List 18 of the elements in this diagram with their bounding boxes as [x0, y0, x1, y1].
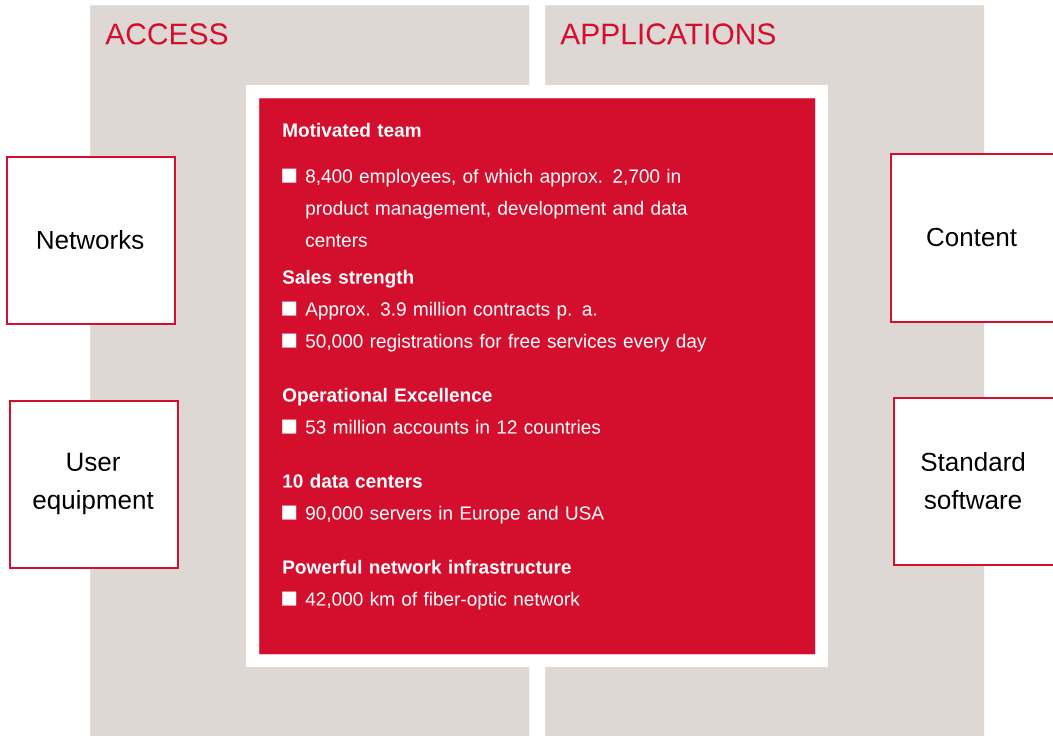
- section-heading: Sales strength: [282, 269, 413, 288]
- bullet-text: 90,000 servers in Europe and USA: [306, 505, 604, 524]
- bullet-text: 42,000 km of fiber-optic network: [305, 591, 580, 610]
- bullet-text: 50,000 registrations for free services every day: [305, 333, 707, 352]
- category-box: Networks: [6, 156, 176, 325]
- category-box: Standard software: [893, 397, 1053, 566]
- highlight-box: [259, 98, 816, 655]
- bullet-text: 53 million accounts in 12 countries: [305, 419, 601, 434]
- section-heading: Motivated team: [283, 122, 421, 137]
- column-heading: ACCESS: [105, 23, 228, 45]
- category-box: Content: [890, 153, 1053, 323]
- category-box: User equipment: [9, 400, 179, 569]
- section-heading: Powerful network infrastructure: [283, 559, 571, 574]
- bullet-text: Approx. 3.9 million contracts p. a.: [305, 301, 596, 320]
- column-heading: APPLICATIONS: [560, 23, 775, 45]
- section-heading: Operational Excellence: [283, 387, 492, 406]
- bullet-text: 8,400 employees, of which approx. 2,700 in product management, development and data centers: [306, 168, 688, 247]
- section-heading: 10 data centers: [283, 473, 422, 488]
